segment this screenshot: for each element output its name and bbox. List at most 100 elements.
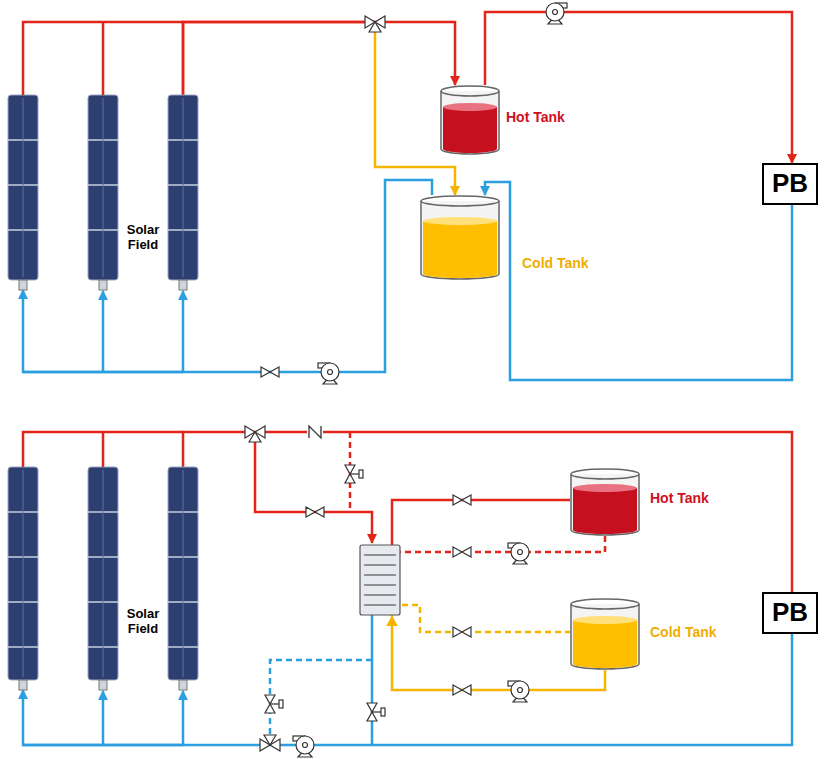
- tank-wall: [441, 91, 499, 154]
- liquid-surface: [423, 217, 497, 225]
- solar-panel: [168, 95, 198, 280]
- solar-panel: [99, 280, 107, 290]
- tank-wall: [571, 474, 639, 535]
- solar-panel: [168, 467, 198, 680]
- three-way-valve: [245, 426, 265, 442]
- pipe-connector: [23, 180, 432, 372]
- liquid-surface: [573, 616, 637, 624]
- tank-liquid: [443, 107, 497, 153]
- field-pump: [293, 736, 314, 757]
- liquid-surface: [573, 484, 637, 492]
- liquid-surface: [443, 103, 497, 111]
- heat-exchanger: [364, 604, 396, 605]
- heat-exchanger: [364, 554, 396, 555]
- hot-header-pipe: [23, 432, 183, 467]
- tank-shape: [420, 195, 500, 280]
- cold-return-pipe: [102, 691, 105, 745]
- hot-header-pipe: [23, 22, 183, 95]
- heat-exchanger: [364, 584, 396, 585]
- hot-inlet-valve: [453, 495, 471, 505]
- solar-panel: [183, 470, 184, 677]
- storage-tank: Hot Tank: [570, 468, 713, 536]
- solar-panel: [8, 95, 38, 290]
- tank-label: Cold Tank: [522, 255, 589, 271]
- hx-outlet-valve: [367, 703, 385, 721]
- tank-rim: [441, 86, 499, 96]
- bypass-valve: [265, 695, 283, 713]
- cold-return-pipe: [23, 291, 183, 372]
- solar-panel: [168, 95, 198, 290]
- tank-rim: [571, 599, 639, 609]
- tank-rim: [421, 196, 499, 206]
- tank-liquid: [423, 221, 497, 278]
- cold-return-pipe: [371, 615, 374, 745]
- pipe-segment: [385, 552, 570, 632]
- pipe-segment: [392, 500, 570, 580]
- solar-panel: [88, 95, 118, 290]
- hot-outlet-valve: [453, 547, 471, 557]
- pipe-segment: [485, 182, 792, 380]
- tank-shape: [570, 468, 640, 536]
- check-valve: [307, 424, 323, 440]
- pipe-connector: [183, 432, 792, 592]
- tank-shape: [440, 85, 500, 155]
- hot-pump: [508, 543, 529, 564]
- block-label: PB: [772, 169, 808, 199]
- solar-panel: [103, 98, 104, 277]
- solar-field-area: Solar Field: [8, 467, 208, 690]
- tank-rim: [571, 469, 639, 479]
- pipe-segment: [183, 22, 455, 95]
- solar-panel: [88, 467, 118, 690]
- solar-panel: [19, 680, 27, 690]
- cold-return-pipe: [182, 691, 185, 745]
- cold-return-pipe: [270, 660, 372, 745]
- cold-pump: [508, 681, 529, 702]
- tank-wall: [421, 201, 499, 279]
- field-valve: [261, 367, 279, 377]
- three-way-valve: [365, 16, 385, 32]
- solar-panel: [179, 280, 187, 290]
- bypass-valve: [345, 465, 363, 483]
- power-block-box: PB: [762, 163, 818, 205]
- hot-header-pipe: [102, 22, 105, 95]
- tank-wall: [571, 604, 639, 669]
- storage-tank: Hot Tank: [440, 85, 569, 155]
- field-label: Solar Field: [120, 607, 166, 637]
- tank-liquid: [573, 620, 637, 668]
- field-label: Solar Field: [120, 223, 166, 253]
- heat-exchanger: [364, 594, 396, 595]
- heat-exchanger: [360, 545, 400, 615]
- solar-panel: [8, 95, 38, 280]
- power-block-box: PB: [762, 592, 818, 634]
- solar-panel: [183, 98, 184, 277]
- hot-header-pipe: [23, 432, 372, 543]
- hot-pump: [546, 3, 567, 24]
- solar-panel: [168, 467, 198, 690]
- pipe-connector: [485, 182, 792, 380]
- pipe-segment: [183, 432, 792, 592]
- hx-valve: [306, 507, 324, 517]
- solar-panel: [88, 95, 118, 280]
- solar-panel: [88, 467, 118, 680]
- heat-exchanger: [360, 545, 400, 615]
- heat-exchanger: [364, 574, 396, 575]
- heat-exchanger: [364, 564, 396, 565]
- tank-shape: [570, 598, 640, 670]
- storage-tank: Cold Tank: [420, 195, 593, 280]
- solar-panel: [8, 467, 38, 680]
- pipe-segment: [485, 12, 792, 163]
- solar-field-area: Solar Field: [8, 95, 208, 290]
- storage-tank: Cold Tank: [570, 598, 721, 670]
- cold-return-pipe: [23, 615, 372, 745]
- pipe-segment: [23, 180, 432, 372]
- tank-liquid: [573, 488, 637, 534]
- flow-arrow: [386, 616, 398, 626]
- pipe-connector: [183, 22, 455, 195]
- solar-panel: [103, 470, 104, 677]
- tank-label: Cold Tank: [650, 624, 717, 640]
- cold-pump: [318, 363, 339, 384]
- pipe-connector: [183, 22, 455, 95]
- hot-header-pipe: [255, 432, 372, 543]
